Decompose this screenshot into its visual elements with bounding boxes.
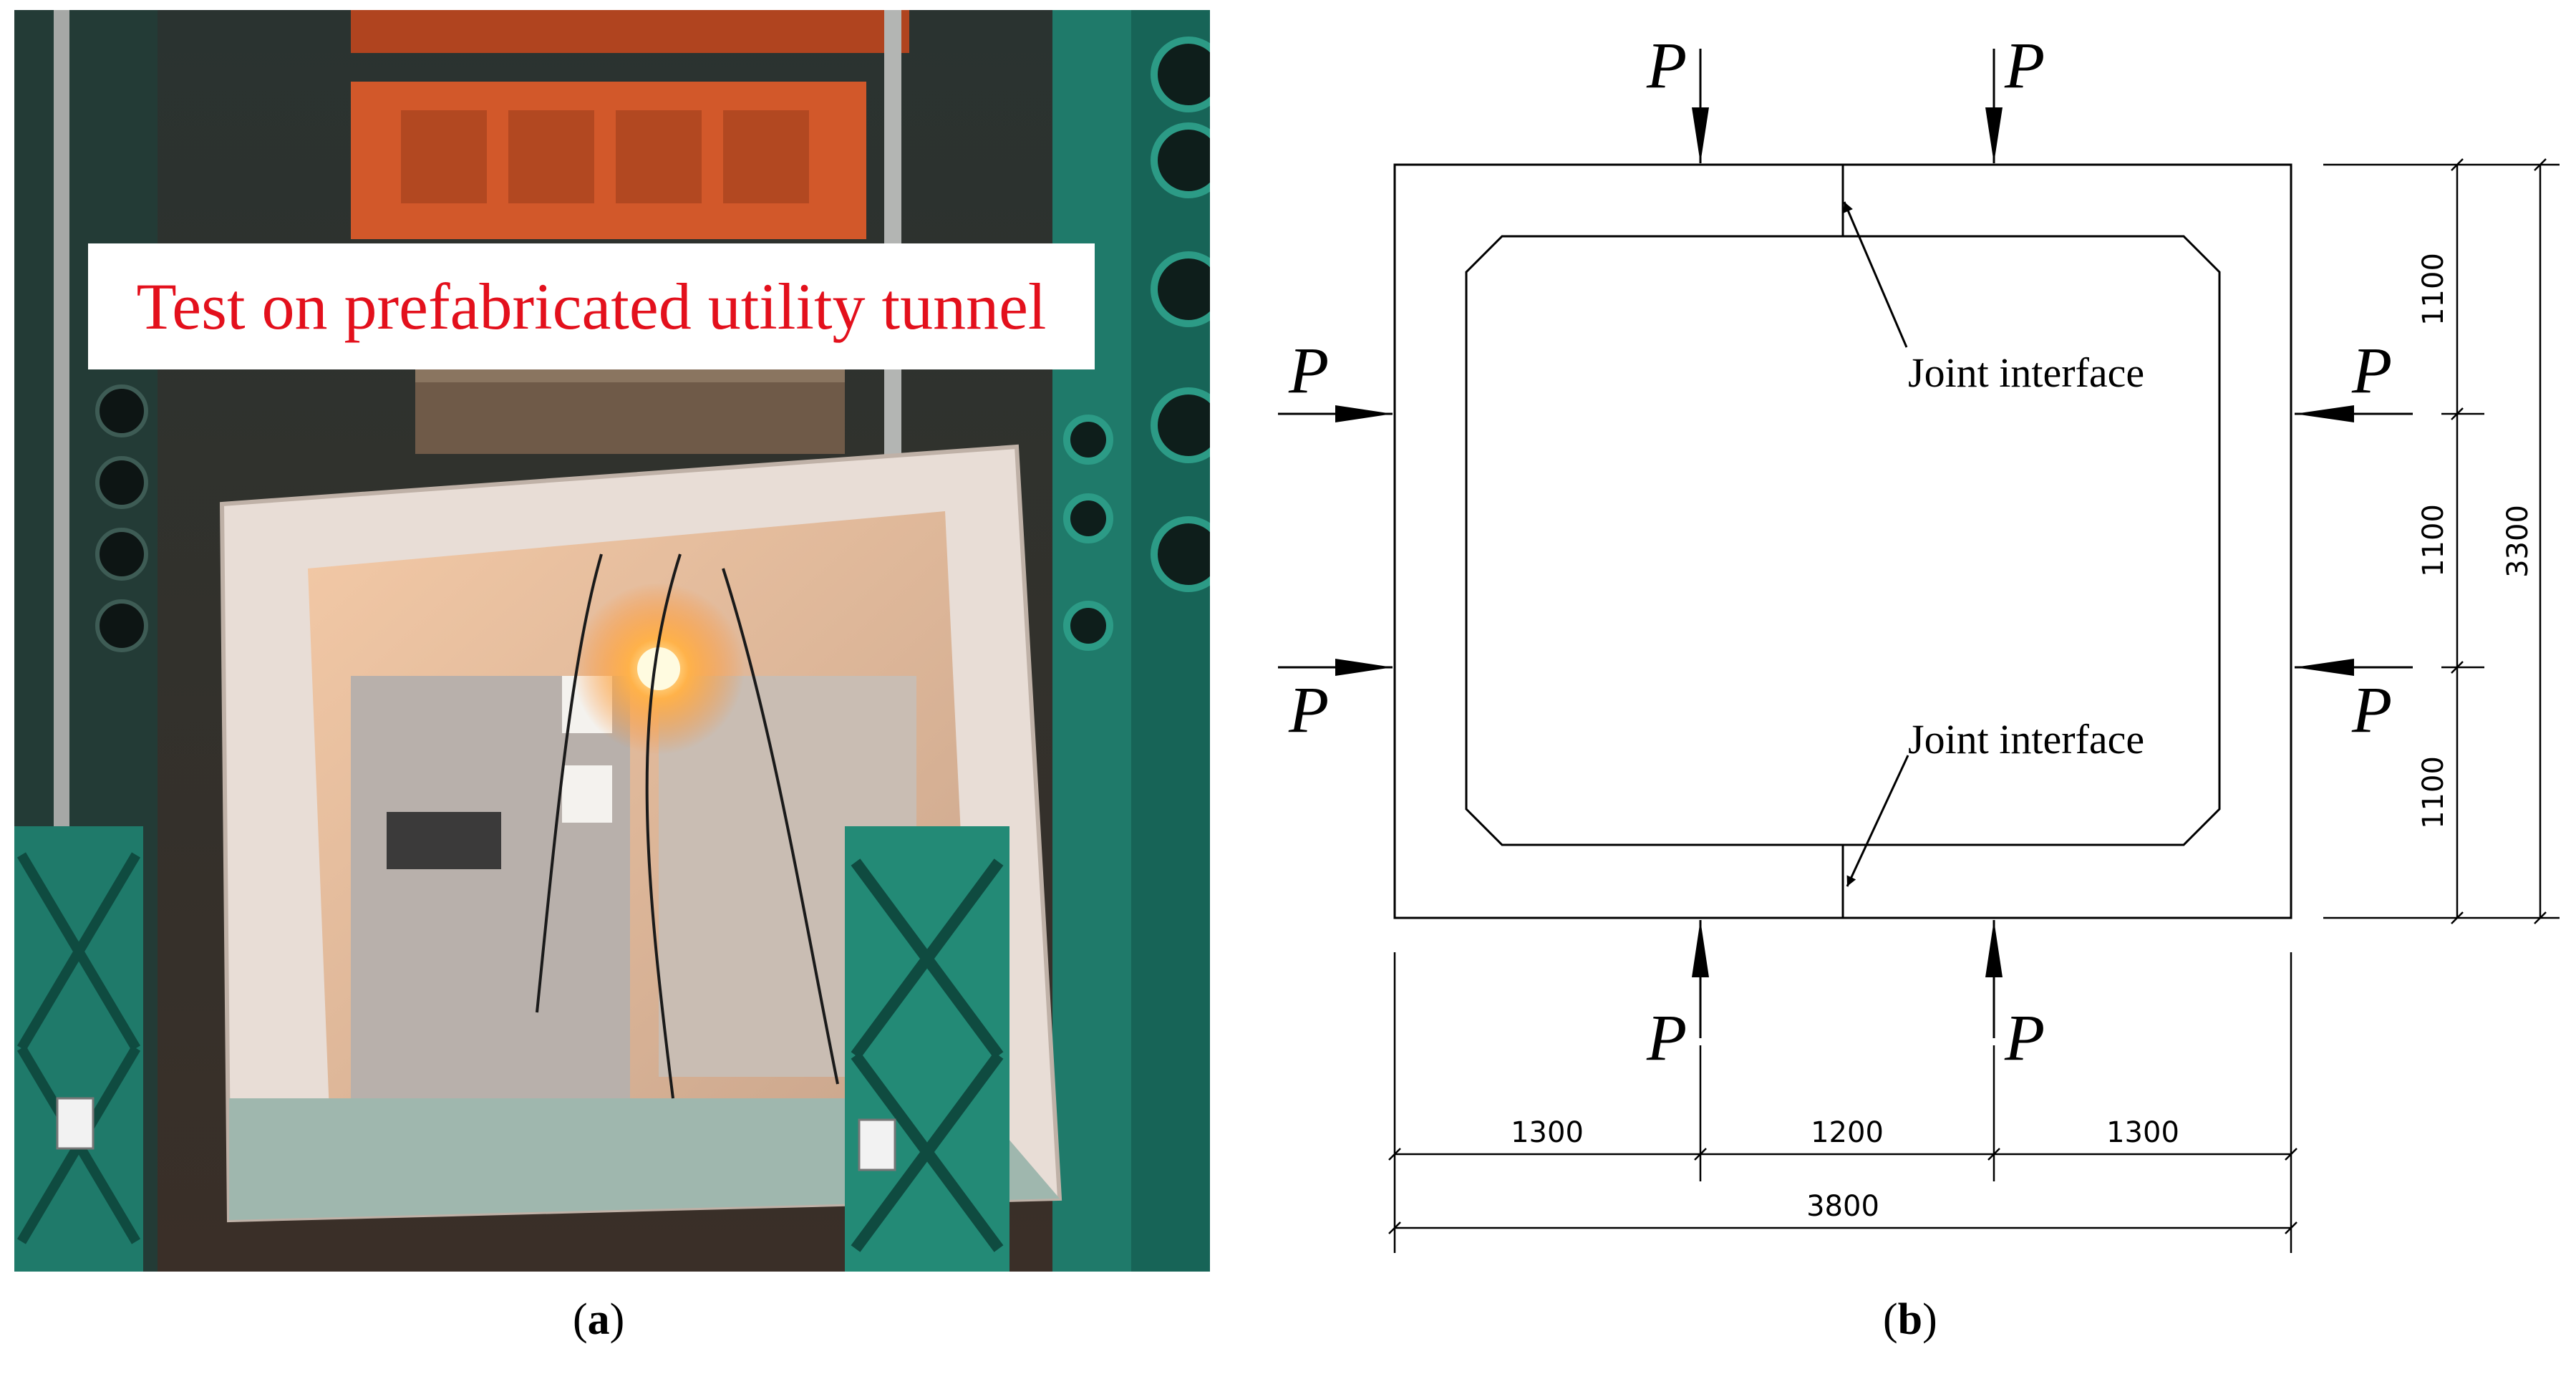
joint-leader-bottom — [1846, 755, 1909, 887]
load-arrow-left-lower — [1278, 659, 1393, 676]
dimension-lines-vertical — [2323, 158, 2560, 924]
dim-bottom-total: 3800 — [1806, 1190, 1879, 1223]
test-photo: Test on prefabricated utility tunnel — [14, 10, 1210, 1272]
caption-b-close-paren: ) — [1922, 1295, 1937, 1344]
dim-bottom-right: 1300 — [2106, 1116, 2179, 1149]
tunnel-load-diagram: P P P P P P P — [1246, 0, 2576, 1282]
dim-right-middle: 1100 — [2417, 504, 2450, 577]
load-label-left-upper: P — [1288, 334, 1329, 407]
test-photo-illustration — [14, 10, 1210, 1272]
load-label-right-lower: P — [2351, 673, 2392, 746]
load-label-top-right: P — [2004, 29, 2045, 102]
load-label-right-upper: P — [2351, 334, 2392, 407]
outer-section — [1393, 163, 2292, 919]
caption-a: (a) — [573, 1295, 624, 1345]
diagram-svg: P P P P P P P — [1278, 29, 2560, 1253]
load-label-bottom-left: P — [1646, 1001, 1687, 1074]
load-label-bottom-right: P — [2004, 1001, 2045, 1074]
inner-section — [1465, 235, 2221, 846]
caption-b-open-paren: ( — [1883, 1295, 1898, 1344]
dimension-lines-horizontal — [1388, 952, 2297, 1253]
joint-label-top: Joint interface — [1908, 349, 2144, 396]
load-arrow-top-left — [1692, 49, 1709, 163]
caption-a-letter: a — [587, 1295, 610, 1344]
caption-b-letter: b — [1897, 1295, 1923, 1344]
joint-label-bottom: Joint interface — [1908, 716, 2144, 763]
load-arrow-bottom-left — [1692, 920, 1709, 1038]
dim-right-bottom: 1100 — [2417, 756, 2450, 829]
caption-a-close-paren: ) — [609, 1295, 625, 1344]
load-arrow-top-right — [1985, 49, 2003, 163]
dim-bottom-middle: 1200 — [1811, 1116, 1884, 1149]
load-arrow-right-upper — [2295, 405, 2413, 422]
load-arrow-right-lower — [2295, 659, 2413, 676]
load-arrow-bottom-right — [1985, 920, 2003, 1038]
dim-bottom-left: 1300 — [1511, 1116, 1584, 1149]
load-arrow-left-upper — [1278, 405, 1393, 422]
joint-leader-top — [1843, 201, 1908, 348]
load-label-left-lower: P — [1288, 673, 1329, 746]
dim-right-top: 1100 — [2417, 253, 2450, 326]
load-label-top-left: P — [1646, 29, 1687, 102]
caption-b: (b) — [1883, 1295, 1937, 1345]
dim-right-total: 3300 — [2502, 505, 2534, 578]
photo-overlay-title: Test on prefabricated utility tunnel — [88, 243, 1095, 369]
caption-a-open-paren: ( — [573, 1295, 588, 1344]
